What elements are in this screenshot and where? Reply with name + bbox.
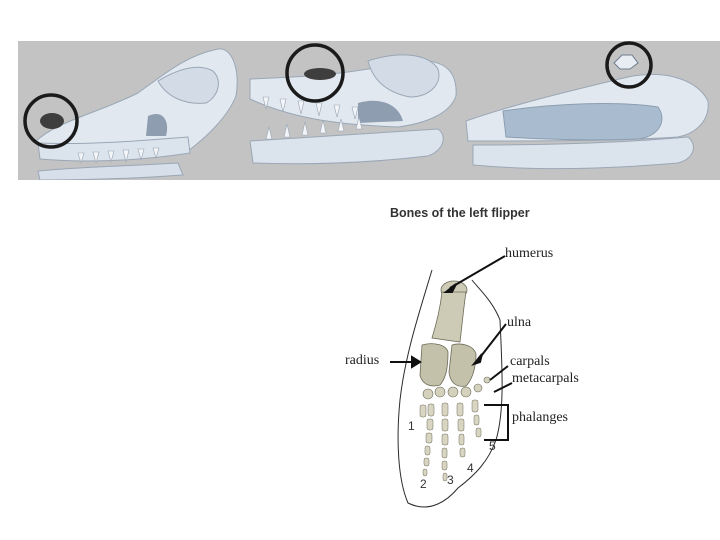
label-pointers: [390, 255, 513, 393]
diagram-title: Bones of the left flipper: [390, 206, 530, 220]
label-carpals: carpals: [510, 354, 550, 369]
skulls-illustration: [23, 41, 709, 180]
label-phalanges: phalanges: [512, 410, 568, 425]
carpal-bones: [422, 376, 491, 400]
label-humerus: humerus: [505, 246, 554, 261]
nostril-circle-3: [605, 41, 653, 89]
nostril-circle-2: [285, 43, 345, 103]
radius-ulna-bones: [419, 343, 477, 387]
digit-number-4: 4: [467, 461, 474, 475]
skull-primitive: [23, 48, 238, 180]
skull-intermediate: [249, 43, 457, 165]
humerus-bone: [431, 280, 468, 343]
label-ulna: ulna: [507, 315, 532, 330]
label-radius: radius: [345, 353, 380, 368]
digit-number-2: 2: [420, 477, 427, 491]
digit-number-1: 1: [408, 419, 415, 433]
skull-modern: [465, 41, 709, 170]
nostril-circle-1: [23, 93, 79, 149]
skull-comparison-banner: [18, 41, 720, 180]
digit-bones: [419, 399, 482, 482]
flipper-outline: [397, 269, 503, 508]
digit-number-5: 5: [489, 439, 496, 453]
phalanges-bracket: [484, 404, 509, 441]
digit-number-3: 3: [447, 473, 454, 487]
label-metacarpals: metacarpals: [512, 371, 579, 386]
